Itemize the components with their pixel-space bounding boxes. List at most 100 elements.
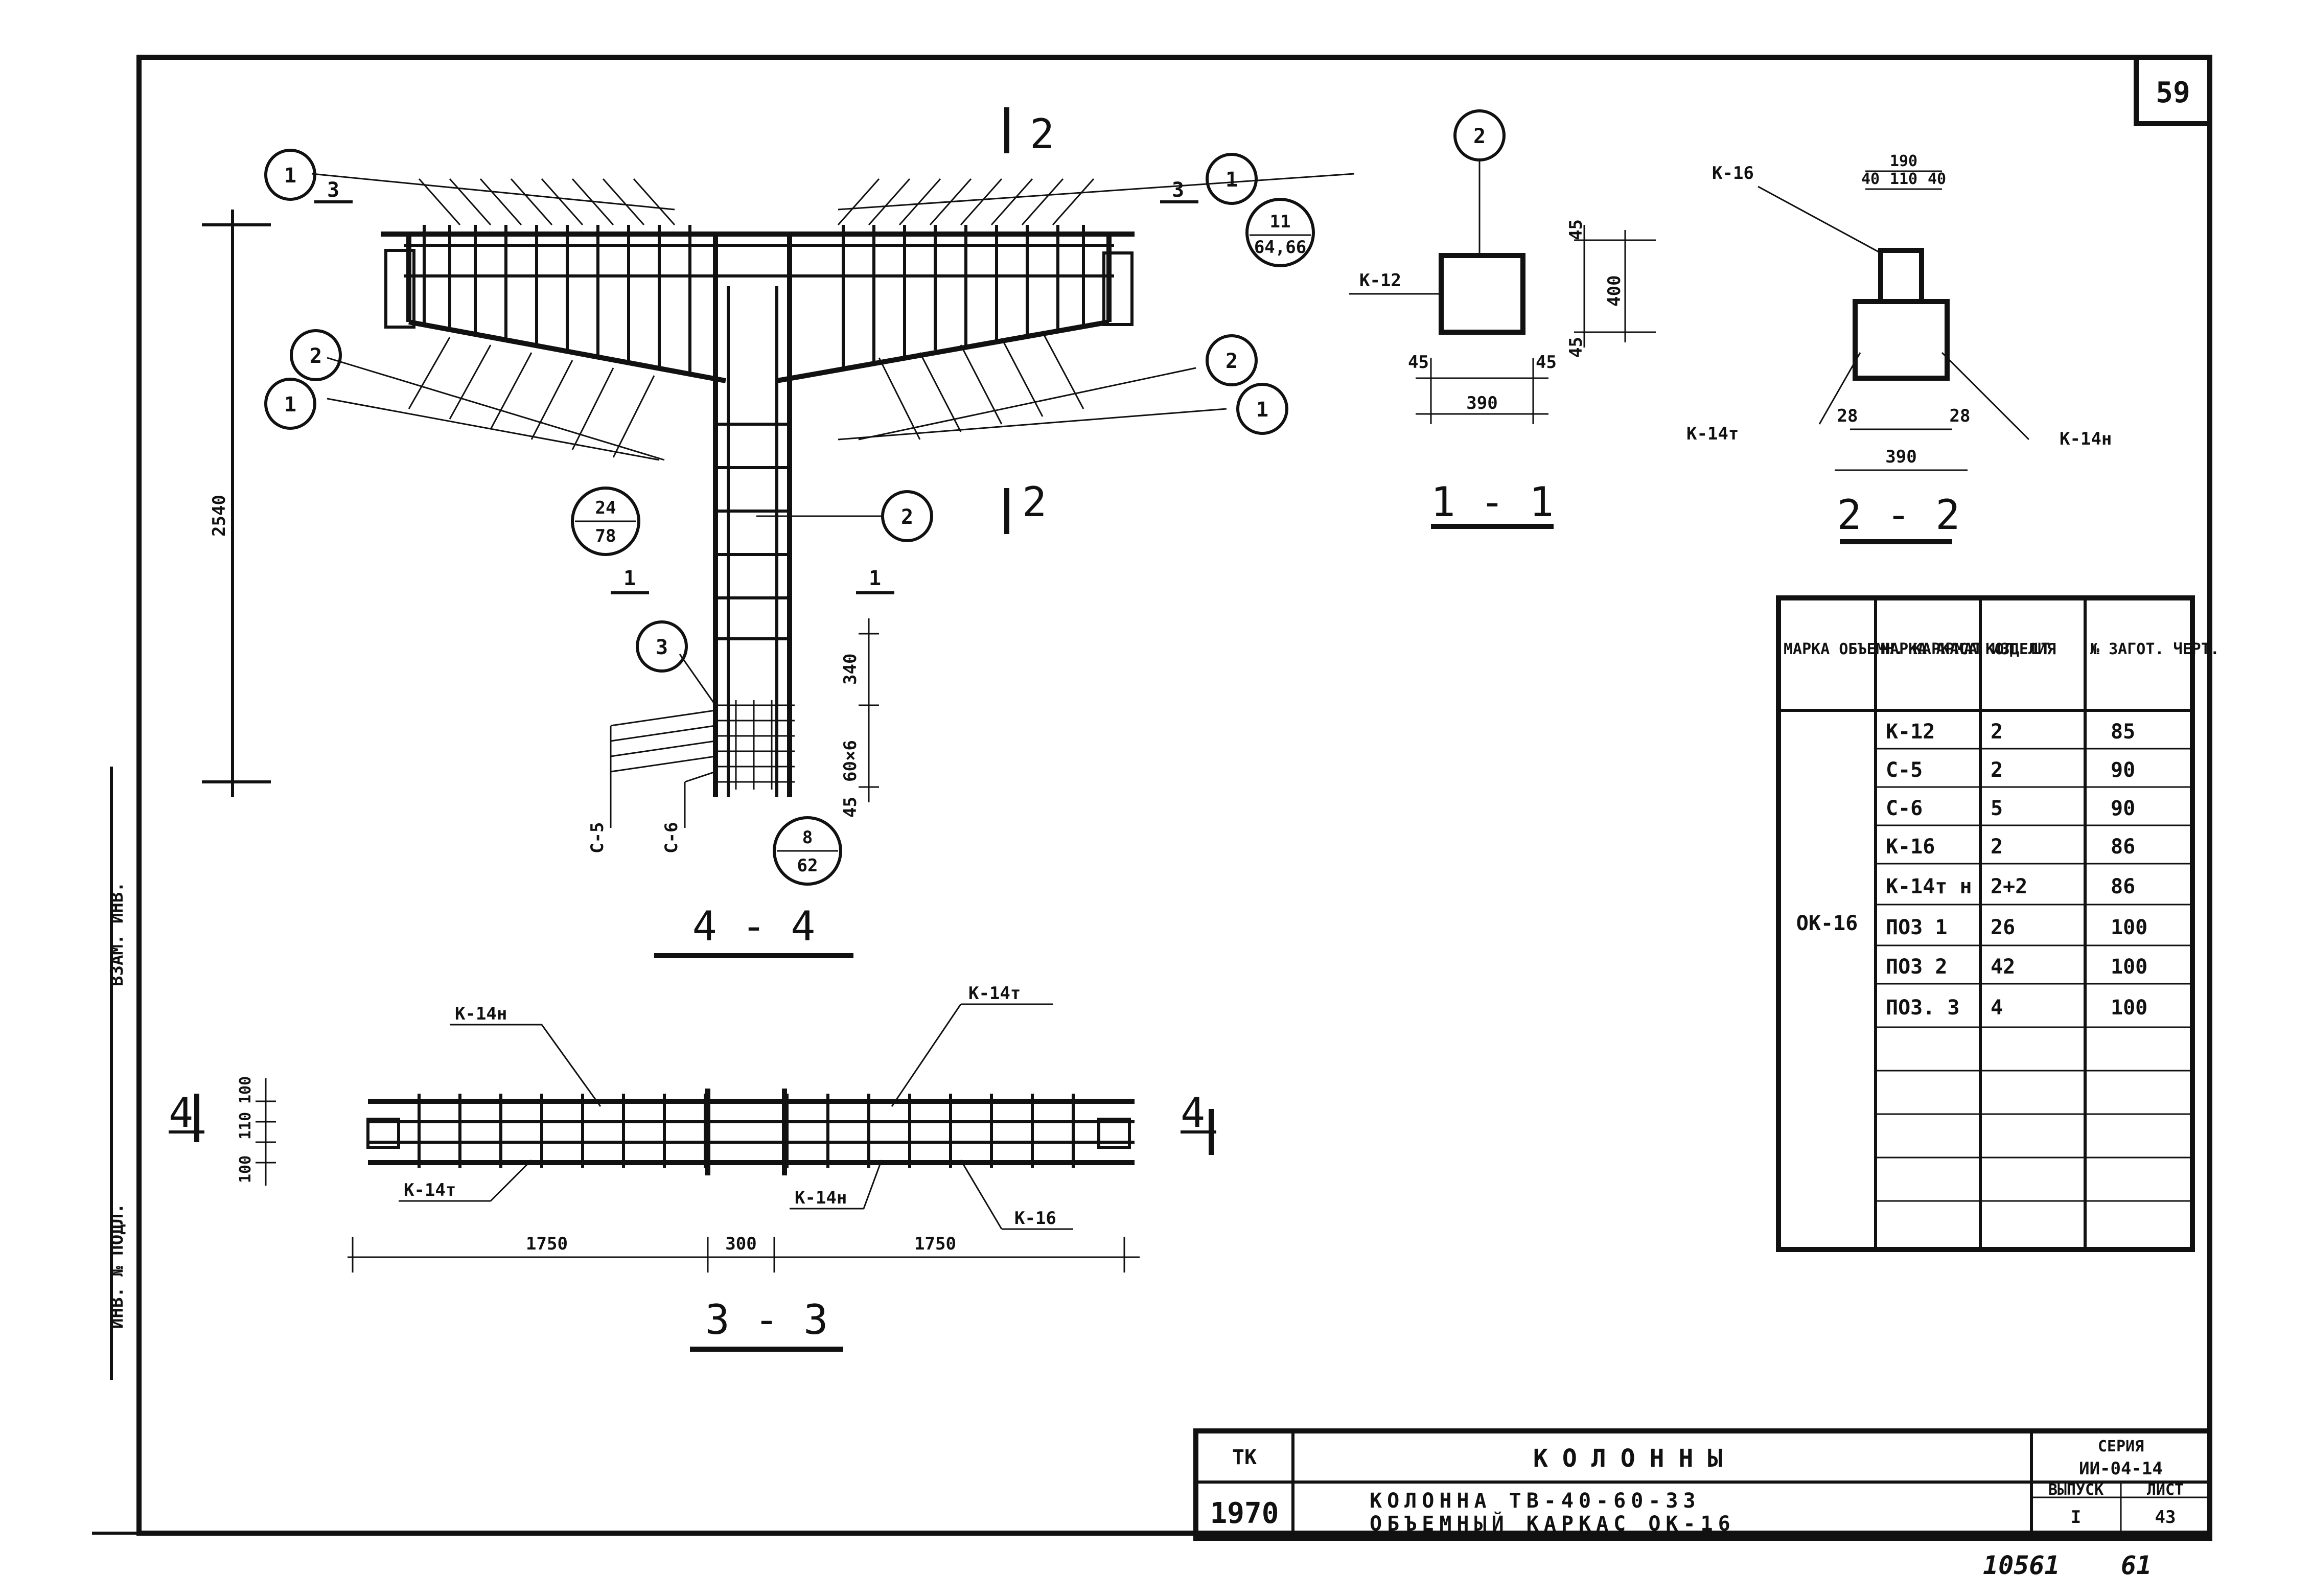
issue-label: ВЫПУСК: [2048, 1481, 2103, 1499]
callout-circles: [571, 198, 1315, 886]
title-subtitle-1: КОЛОННА ТВ-40-60-33: [1370, 1489, 1701, 1513]
series-value: ИИ-04-14: [2079, 1459, 2163, 1479]
dim-40-left: 40: [1861, 170, 1880, 188]
dim-100-bottom: 100: [237, 1155, 255, 1183]
title-block: [1193, 1428, 2212, 1541]
callout-11-top: 11: [1270, 212, 1291, 232]
pos-marker-1b: 1: [1226, 168, 1238, 192]
side-label-1: ВЗАМ. ИНВ.: [107, 882, 127, 986]
table-cell-item: ПОЗ 2: [1886, 955, 1947, 979]
pos-markers: [264, 149, 1288, 673]
table-header-frame-mark: МАРКА ОБЪЕМН. КАРКАСА: [1784, 640, 1977, 658]
sheet-label: ЛИСТ: [2147, 1481, 2184, 1499]
label-k14t-view22: К-14т: [1686, 424, 1739, 444]
pos-marker-1d: 1: [1256, 398, 1268, 422]
table-cell-item: С-6: [1886, 797, 1923, 820]
dim-1750-left: 1750: [526, 1234, 568, 1254]
label-k14n-view22: К-14н: [2060, 429, 2112, 449]
view-2-2: [1758, 170, 2030, 544]
pos-marker-2-view11: 2: [1473, 125, 1486, 148]
title-subtitle-2: ОБЪЕМНЫЙ КАРКАС ОК-16: [1370, 1511, 1736, 1536]
dim-28-left: 28: [1837, 406, 1858, 426]
cut-mark-3-right: 3: [1172, 178, 1184, 202]
label-k14n-bottom: К-14н: [795, 1188, 847, 1208]
sheet-number-box: [2134, 55, 2212, 126]
sheet-value: 43: [2155, 1507, 2176, 1528]
table-cell-qty: 4: [1991, 996, 2003, 1020]
table-cell-sheet: 85: [2111, 720, 2135, 744]
dim-110: 110: [1890, 170, 1917, 188]
series-label: СЕРИЯ: [2098, 1438, 2144, 1455]
side-label-2: ИНВ. № ПОДЛ.: [107, 1203, 127, 1329]
pos-marker-3: 3: [656, 636, 668, 659]
table-cell-sheet: 90: [2111, 797, 2135, 820]
stamp-inventory-number: 10561: [1983, 1551, 2060, 1580]
dim-390-view11: 390: [1466, 393, 1497, 413]
dim-45-left: 45: [1408, 352, 1429, 373]
section-title-2-2: 2 - 2: [1837, 491, 1960, 539]
table-cell-qty: 2+2: [1991, 875, 2027, 898]
dim-390-view22: 390: [1885, 447, 1916, 467]
dim-45-right: 45: [1536, 352, 1557, 373]
dim-1750-right: 1750: [914, 1234, 956, 1254]
table-cell-item: ПОЗ 1: [1886, 916, 1947, 939]
label-c6: С-6: [661, 822, 682, 853]
section-title-3-3: 3 - 3: [705, 1296, 828, 1344]
section-title-4-4: 4 - 4: [692, 903, 816, 950]
dim-45: 45: [840, 797, 861, 818]
dim-40-right: 40: [1928, 170, 1946, 188]
table-cell-qty: 2: [1991, 758, 2003, 782]
table-cell-sheet: 86: [2111, 835, 2135, 859]
table-cell-qty: 26: [1991, 916, 2015, 939]
callout-24-bottom: 78: [595, 526, 616, 546]
table-cell-sheet: 86: [2111, 875, 2135, 898]
table-cell-qty: 2: [1991, 720, 2003, 744]
label-k16-bottom: К-16: [1014, 1208, 1056, 1229]
section-title-1-1: 1 - 1: [1431, 478, 1554, 526]
pos-marker-2c: 2: [901, 505, 913, 529]
table-cell-item: С-5: [1886, 758, 1923, 782]
table-cell-item: К-14т н: [1886, 875, 1972, 898]
table-cell-qty: 5: [1991, 797, 2003, 820]
label-k16-view22: К-16: [1712, 163, 1754, 183]
dim-45-top-v: 45: [1566, 219, 1586, 240]
table-cell-item: К-16: [1886, 835, 1935, 859]
table-cell-item: ПОЗ. 3: [1886, 996, 1960, 1020]
table-cell-sheet: 100: [2111, 916, 2147, 939]
table-frame-mark: ОК-16: [1796, 912, 1858, 935]
dim-100-top: 100: [237, 1076, 255, 1104]
frame: [92, 55, 2212, 1536]
title-org: ТК: [1232, 1446, 1257, 1469]
pos-marker-2b: 2: [1226, 350, 1238, 373]
dim-300: 300: [725, 1234, 756, 1254]
dim-400: 400: [1604, 275, 1625, 307]
cut-mark-2-bottom: 2: [1022, 478, 1047, 526]
view-3-3: [169, 1003, 1216, 1352]
spec-table: [1776, 595, 2195, 1252]
label-c5: С-5: [587, 822, 608, 853]
table-cell-item: К-12: [1886, 720, 1935, 744]
cut-mark-1-left: 1: [623, 567, 636, 590]
cut-mark-1-right: 1: [869, 567, 881, 590]
pos-marker-2a: 2: [310, 344, 322, 368]
callout-24-top: 24: [595, 498, 616, 518]
issue-value: I: [2071, 1507, 2081, 1528]
dim-190: 190: [1890, 152, 1917, 170]
table-cell-sheet: 100: [2111, 955, 2147, 979]
table-header-sheet: № ЗАГОТ. ЧЕРТ.: [2090, 640, 2219, 658]
dim-45-bottom-v: 45: [1566, 337, 1586, 358]
cut-mark-4-right: 4: [1181, 1089, 1205, 1137]
table-cell-qty: 42: [1991, 955, 2015, 979]
table-header-item-mark: МАРКА АРМАТ ИЗДЕЛИЯ: [1881, 640, 2056, 658]
table-cell-sheet: 90: [2111, 758, 2135, 782]
pos-marker-1a: 1: [284, 164, 296, 188]
table-header-qty: КОЛ. ШТ: [1985, 640, 2050, 658]
title-year: 1970: [1210, 1497, 1279, 1530]
dim-340: 340: [840, 654, 861, 685]
pos-marker-1c: 1: [284, 393, 296, 417]
sheet-number: 59: [2156, 76, 2190, 109]
label-k14t-bottom: К-14т: [404, 1180, 456, 1200]
callout-11-bottom: 64,66: [1254, 237, 1306, 258]
